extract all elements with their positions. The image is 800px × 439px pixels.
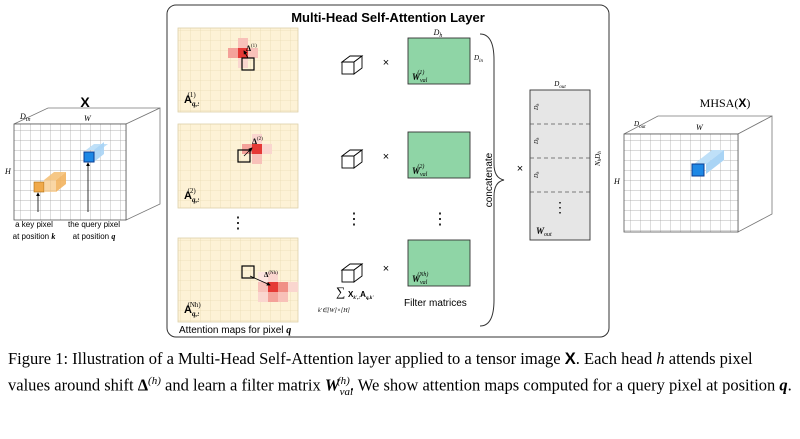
filter-matrix-nh: Wval(Nh) (407, 239, 471, 287)
caption-text-5: . We show attention maps computed for a … (349, 375, 780, 395)
attention-map-1-label: Aq,:(1) (184, 91, 200, 108)
svg-text:Din: Din (473, 54, 483, 64)
key-pixel-label-line2: at position k (13, 232, 56, 241)
output-height-label: H (613, 177, 621, 186)
svg-text:Dh: Dh (534, 138, 540, 145)
query-pixel-label-line2: at position q (73, 232, 116, 241)
caption-text-1: Figure 1: Illustration of a Multi-Head S… (8, 349, 565, 368)
svg-text:⋮: ⋮ (553, 199, 567, 215)
input-depth-label: Din (19, 112, 30, 123)
input-width-label: W (84, 114, 92, 123)
pixel-vector-cube-nh (340, 263, 364, 283)
input-tensor-title: X (80, 94, 90, 110)
svg-text:Wval(1): Wval(1) (412, 69, 428, 84)
filters-ellipsis: ⋮ (432, 211, 448, 228)
output-width-label: W (696, 123, 704, 132)
svg-text:Δ(2): Δ(2) (252, 137, 263, 146)
caption-w-sub: val (339, 385, 354, 398)
output-tensor: MHSA(X) Dout W H (613, 96, 773, 233)
filter-matrix-1: Dh Din Wval(1) (407, 28, 483, 85)
svg-text:Δ(1): Δ(1) (246, 44, 257, 53)
caption-w-sup: (h) (337, 375, 350, 387)
maps-ellipsis: ⋮ (230, 215, 246, 232)
svg-text:NhDh: NhDh (594, 151, 603, 167)
attention-map-2-label: Aq,:(2) (184, 187, 200, 204)
input-tensor-side-face (125, 107, 161, 221)
concatenate-label: concatenate (484, 152, 495, 207)
figure-canvas: X Din W H a key pixel at position k the … (4, 4, 773, 338)
input-tensor-front-face (13, 123, 127, 221)
cubes-ellipsis: ⋮ (346, 211, 362, 228)
caption-text-2: . Each head (575, 349, 657, 368)
key-pixel-label-line1: a key pixel (15, 220, 53, 229)
caption-q: q (779, 375, 788, 395)
filter-caption: Filter matrices (404, 298, 467, 309)
sum-symbol: ∑ (336, 284, 345, 299)
svg-text:Dh: Dh (534, 172, 540, 179)
attention-map-1: Δ(1) Aq,:(1) (177, 27, 299, 113)
caption-h: h (656, 349, 665, 368)
mhsa-panel (166, 4, 610, 338)
attention-map-2: Δ(2) Aq,:(2) (177, 123, 299, 209)
input-height-label: H (4, 167, 12, 176)
attention-map-nh-label: Aq,:(Nh) (184, 301, 201, 318)
svg-text:Dh: Dh (433, 28, 443, 39)
panel-title: Multi-Head Self-Attention Layer (291, 10, 485, 25)
caption-end: . (787, 375, 792, 395)
key-pixel (33, 172, 66, 193)
filter-matrix-2: Wval(2) (407, 131, 471, 179)
figure-caption: Figure 1: Illustration of a Multi-Head S… (8, 348, 792, 403)
input-tensor: X Din W H a key pixel at position k the … (4, 94, 161, 241)
svg-text:Wval(2): Wval(2) (412, 163, 428, 178)
w-out-matrix: Dout Dh Dh Dh ⋮ Wout NhDh (529, 80, 603, 241)
caption-x: X (564, 350, 576, 368)
query-pixel-label-line1: the query pixel (68, 220, 120, 229)
times-1: × (383, 57, 389, 69)
caption-text-4: and learn a filter matrix (160, 375, 325, 395)
caption-w: W (324, 375, 340, 395)
sum-index: k'∈[W]×[H] (318, 307, 351, 314)
sum-expression: Xk',:Aq,k' (348, 290, 374, 301)
svg-text:Dout: Dout (633, 120, 646, 130)
output-tensor-title: MHSA(X) (700, 96, 751, 110)
pixel-vector-cube-1 (340, 55, 364, 75)
caption-text-3: attends pixel values around shift (8, 349, 753, 395)
caption-delta-sup: (h) (148, 375, 161, 387)
svg-text:Δ(Nh): Δ(Nh) (264, 271, 278, 279)
pixel-vector-cube-2 (340, 149, 364, 169)
attention-maps-caption: Attention maps for pixel q (179, 325, 291, 336)
caption-delta: Δ (137, 375, 149, 395)
attention-map-nh: Δ(Nh) Aq,:(Nh) (177, 237, 299, 323)
svg-text:Dh: Dh (534, 104, 540, 111)
svg-text:Dout: Dout (553, 80, 566, 90)
times-concat: × (517, 163, 523, 175)
concatenate-brace (479, 33, 505, 327)
times-2: × (383, 151, 389, 163)
times-nh: × (383, 263, 389, 275)
query-pixel (83, 142, 108, 163)
